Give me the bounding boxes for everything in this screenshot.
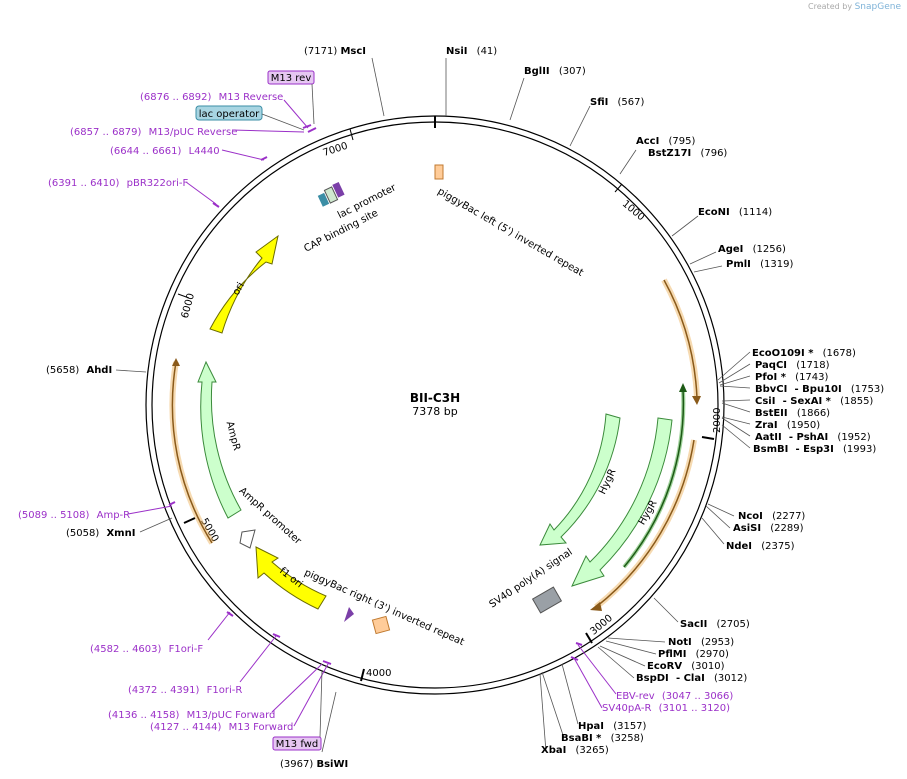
orange-left-arrowhead bbox=[172, 358, 180, 366]
tick-label-4000: 4000 bbox=[366, 668, 391, 679]
m13-fwd-box[interactable] bbox=[272, 736, 322, 751]
site-nsiI[interactable]: NsiI (41) bbox=[446, 46, 497, 57]
primer-amp-r[interactable]: (5089 .. 5108) Amp-R bbox=[18, 510, 130, 521]
cap-binding-site-feature[interactable] bbox=[317, 192, 330, 207]
orange-right-top-line[interactable] bbox=[663, 279, 698, 399]
ampr-promoter-feature[interactable] bbox=[239, 529, 256, 549]
site-sfiI[interactable]: SfiI (567) bbox=[590, 97, 645, 108]
tick-2000 bbox=[701, 436, 715, 440]
green-line[interactable] bbox=[623, 389, 685, 568]
tick-3000 bbox=[585, 632, 593, 644]
tick-4000 bbox=[360, 668, 365, 682]
site-accI[interactable]: AccI (795) bbox=[636, 136, 696, 147]
primer-l4440[interactable]: (6644 .. 6661) L4440 bbox=[110, 146, 220, 157]
primer-marks bbox=[168, 124, 583, 665]
site-bstEII[interactable]: BstEII (1866) bbox=[755, 408, 830, 419]
site-ecoRV[interactable]: EcoRV (3010) bbox=[647, 661, 725, 672]
orange-right-bottom-arrowhead bbox=[590, 602, 602, 611]
site-asiSI[interactable]: AsiSI (2289) bbox=[733, 523, 804, 534]
primer-m13-puc-reverse[interactable]: (6857 .. 6879) M13/pUC Reverse bbox=[70, 127, 237, 138]
piggybac-left-feature[interactable] bbox=[434, 164, 444, 180]
f1-ori-feature[interactable] bbox=[255, 546, 327, 610]
site-xmnI[interactable]: (5058) XmnI bbox=[66, 528, 135, 539]
site-ecoNI[interactable]: EcoNI (1114) bbox=[698, 207, 772, 218]
site-bsaBI[interactable]: BsaBI * (3258) bbox=[561, 733, 644, 744]
orange-right-top-arrowhead bbox=[692, 396, 701, 405]
tick-6000 bbox=[177, 293, 190, 299]
primer-f1ori-r[interactable]: (4372 .. 4391) F1ori-R bbox=[128, 685, 242, 696]
tick-label-2000: 2000 bbox=[712, 408, 723, 433]
lac-promoter-feature[interactable] bbox=[323, 186, 339, 204]
site-pfoI[interactable]: PfoI * (1743) bbox=[755, 372, 829, 383]
site-ahdI[interactable]: (5658) AhdI bbox=[46, 365, 112, 376]
site-pflMI[interactable]: PflMI (2970) bbox=[658, 649, 729, 660]
site-bbvCI[interactable]: BbvCI - Bpu10I (1753) bbox=[755, 384, 884, 395]
ori-feature[interactable] bbox=[209, 234, 279, 334]
site-pmlI[interactable]: PmlI (1319) bbox=[726, 259, 793, 270]
lac-operator-box-label: lac operator bbox=[199, 109, 260, 120]
plasmid-size: 7378 bp bbox=[412, 405, 457, 418]
primer-m13-reverse[interactable]: (6876 .. 6892) M13 Reverse bbox=[140, 92, 283, 103]
hygr-outer-feature[interactable] bbox=[571, 417, 673, 587]
site-sacII[interactable]: SacII (2705) bbox=[680, 619, 750, 630]
hygr-inner-feature[interactable] bbox=[539, 413, 621, 546]
primer-m13-forward[interactable]: (4127 .. 4144) M13 Forward bbox=[150, 722, 293, 733]
m13-fwd-leader bbox=[319, 669, 323, 738]
piggybac-right-feature[interactable] bbox=[371, 615, 391, 635]
tick-1000 bbox=[614, 183, 623, 193]
snapgene-brand: SnapGene bbox=[854, 2, 901, 12]
orange-left-line[interactable] bbox=[171, 361, 213, 544]
lac-operator-feature[interactable] bbox=[332, 181, 345, 198]
piggybac-right-marker[interactable] bbox=[344, 607, 354, 622]
m13-rev-box-label: M13 rev bbox=[271, 73, 312, 84]
site-ecoO109I[interactable]: EcoO109I * (1678) bbox=[752, 348, 856, 359]
primer-ebv-rev[interactable]: EBV-rev (3047 .. 3066) bbox=[616, 691, 733, 702]
tick-7000 bbox=[349, 128, 354, 141]
site-ndeI[interactable]: NdeI (2375) bbox=[726, 541, 795, 552]
orange-right-top-halo bbox=[661, 278, 700, 399]
lac-operator-box[interactable] bbox=[195, 105, 263, 121]
site-bstz17I[interactable]: BstZ17I (796) bbox=[648, 148, 727, 159]
site-aatII[interactable]: AatII - PshAI (1952) bbox=[755, 432, 871, 443]
site-bsmBI[interactable]: BsmBI - Esp3I (1993) bbox=[753, 444, 876, 455]
site-ageI[interactable]: AgeI (1256) bbox=[718, 244, 786, 255]
primer-leaders bbox=[127, 99, 617, 727]
sv40-polya-feature[interactable] bbox=[531, 586, 563, 614]
piggybac-right-label: piggyBac right (3') inverted repeat bbox=[303, 567, 466, 648]
site-bspDI[interactable]: BspDI - ClaI (3012) bbox=[636, 673, 747, 684]
tick-label-6000: 6000 bbox=[180, 292, 197, 319]
piggybac-left-label: piggyBac left (5') inverted repeat bbox=[436, 186, 586, 279]
site-leaders bbox=[115, 57, 751, 753]
site-xbaI[interactable]: XbaI (3265) bbox=[541, 745, 609, 756]
m13-rev-box[interactable] bbox=[267, 70, 315, 85]
orange-right-bottom-line[interactable] bbox=[595, 439, 695, 608]
site-paqCI[interactable]: PaqCI (1718) bbox=[755, 360, 830, 371]
ampr-label: AmpR bbox=[224, 420, 242, 452]
ampr-feature[interactable] bbox=[197, 360, 242, 519]
primer-pbr322ori-f[interactable]: (6391 .. 6410) pBR322ori-F bbox=[48, 178, 188, 189]
site-zraI[interactable]: ZraI (1950) bbox=[755, 420, 820, 431]
site-bglII[interactable]: BglII (307) bbox=[524, 66, 586, 77]
site-mscI[interactable]: (7171) MscI bbox=[304, 46, 366, 57]
site-bsiWI[interactable]: (3967) BsiWI bbox=[280, 759, 348, 770]
m13-rev-leader bbox=[311, 83, 315, 125]
plasmid-name: BII-C3H bbox=[410, 391, 460, 405]
site-csiI[interactable]: CsiI - SexAI * (1855) bbox=[755, 396, 873, 407]
credit-prefix: Created by bbox=[808, 2, 853, 11]
site-hpaI[interactable]: HpaI (3157) bbox=[578, 721, 647, 732]
green-arrowhead bbox=[679, 383, 687, 392]
snapgene-credit: Created by SnapGene bbox=[808, 2, 901, 12]
lac-operator-leader bbox=[261, 113, 305, 131]
m13-fwd-box-label: M13 fwd bbox=[276, 739, 318, 750]
primer-m13-puc-forward[interactable]: (4136 .. 4158) M13/pUC Forward bbox=[108, 710, 275, 721]
primer-f1ori-f[interactable]: (4582 .. 4603) F1ori-F bbox=[90, 644, 203, 655]
site-ncoI[interactable]: NcoI (2277) bbox=[738, 511, 805, 522]
primer-sv40pa-r[interactable]: SV40pA-R (3101 .. 3120) bbox=[602, 703, 730, 714]
tick-5000 bbox=[183, 517, 196, 524]
site-notI[interactable]: NotI (2953) bbox=[668, 637, 734, 648]
